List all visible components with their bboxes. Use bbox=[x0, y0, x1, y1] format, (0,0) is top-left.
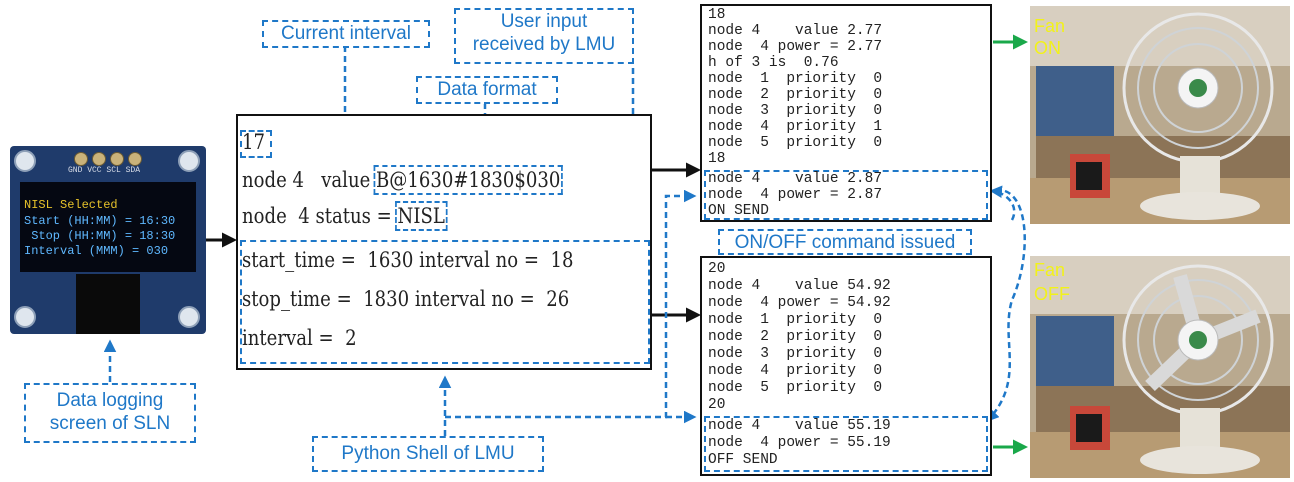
terminal-line: node 5 priority 0 bbox=[708, 380, 883, 396]
pin-gnd bbox=[74, 152, 88, 166]
pin-sda bbox=[128, 152, 142, 166]
shell-node-value-row: node 4 value B@1630#1830$030 bbox=[242, 165, 563, 195]
oled-header: NISL Selected bbox=[24, 198, 118, 212]
terminal-line: node 4 power = 55.19 bbox=[708, 435, 891, 451]
terminal-line: node 1 priority 0 bbox=[708, 71, 883, 87]
callout-user-input: User input received by LMU bbox=[454, 8, 634, 64]
terminal-line: node 4 power = 54.92 bbox=[708, 295, 891, 311]
fan-off-label-line2: OFF bbox=[1034, 284, 1070, 304]
callout-user-input-line1: User input bbox=[500, 11, 588, 32]
callout-data-format: Data format bbox=[416, 76, 558, 104]
oled-screen: NISL Selected Start (HH:MM) = 16:30 Stop… bbox=[20, 182, 196, 272]
terminal-line: node 4 value 54.92 bbox=[708, 278, 891, 294]
callout-on-off-command: ON/OFF command issued bbox=[718, 229, 972, 255]
fan-off-label-line1: Fan bbox=[1034, 260, 1066, 280]
mount-hole bbox=[14, 306, 36, 328]
terminal-line: node 4 priority 1 bbox=[708, 119, 883, 135]
oled-stop: Stop (HH:MM) = 18:30 bbox=[24, 229, 176, 243]
fan-on-photo: Fan ON bbox=[1030, 6, 1290, 224]
callout-user-input-line2: received by LMU bbox=[472, 34, 616, 55]
callout-python-shell: Python Shell of LMU bbox=[312, 436, 544, 472]
terminal-line: OFF SEND bbox=[708, 452, 778, 468]
terminal-line: node 2 priority 0 bbox=[708, 329, 883, 345]
interval-highlight bbox=[240, 130, 272, 158]
connector-on-off-loop bbox=[986, 189, 1026, 422]
pin-vcc bbox=[92, 152, 106, 166]
oled-interval: Interval (MMM) = 030 bbox=[24, 244, 169, 258]
terminal-line: node 4 value 2.87 bbox=[708, 171, 883, 187]
fan-on-illustration bbox=[1030, 6, 1290, 224]
shell-node-status-prefix: node 4 status = bbox=[242, 204, 398, 228]
on-send-highlight bbox=[704, 170, 988, 220]
oled-start: Start (HH:MM) = 16:30 bbox=[24, 214, 176, 228]
fan-on-label-line2: ON bbox=[1034, 38, 1061, 58]
shell-stop-time: stop_time = 1830 interval no = 26 bbox=[242, 287, 570, 311]
fan-off-illustration bbox=[1030, 256, 1290, 478]
terminal-line: node 4 priority 0 bbox=[708, 363, 883, 379]
connector-on-off-loop-top bbox=[989, 185, 1016, 221]
terminal-top: 18 node 4 value 2.77 node 4 power = 2.77… bbox=[700, 4, 992, 222]
terminal-line: node 3 priority 0 bbox=[708, 103, 883, 119]
mount-hole bbox=[178, 306, 200, 328]
callout-data-logging-line2: screen of SLN bbox=[49, 413, 171, 434]
oled-pin-labels: GND VCC SCL SDA bbox=[68, 166, 141, 175]
terminal-line: 20 bbox=[708, 397, 726, 413]
mount-hole bbox=[14, 150, 36, 172]
mount-hole bbox=[178, 150, 200, 172]
connector-shell-to-terminals bbox=[445, 189, 697, 419]
shell-interval-value: interval = 2 bbox=[242, 326, 357, 350]
python-shell-panel: 17 node 4 value B@1630#1830$030 node 4 s… bbox=[236, 114, 652, 370]
oled-ribbon-cable bbox=[76, 274, 140, 334]
terminal-line: node 4 power = 2.77 bbox=[708, 39, 883, 55]
terminal-line: node 2 priority 0 bbox=[708, 87, 883, 103]
shell-interval: 17 bbox=[242, 130, 265, 154]
callout-data-logging: Data logging screen of SLN bbox=[24, 383, 196, 443]
terminal-line: node 4 value 2.77 bbox=[708, 23, 883, 39]
terminal-bottom: 20 node 4 value 54.92 node 4 power = 54.… bbox=[700, 256, 992, 476]
terminal-line: node 4 power = 2.87 bbox=[708, 187, 883, 203]
terminal-line: node 4 value 55.19 bbox=[708, 418, 891, 434]
off-send-highlight bbox=[704, 416, 988, 472]
callout-current-interval: Current interval bbox=[262, 20, 430, 48]
callout-data-logging-line1: Data logging bbox=[56, 390, 164, 411]
shell-node-status: NISL bbox=[394, 201, 448, 231]
terminal-line: 18 bbox=[708, 151, 726, 167]
shell-node-status-row: node 4 status = NISL bbox=[242, 201, 448, 231]
fan-off-photo: Fan OFF bbox=[1030, 256, 1290, 478]
terminal-line: node 3 priority 0 bbox=[708, 346, 883, 362]
terminal-line: ON SEND bbox=[708, 203, 769, 219]
shell-node-value-prefix: node 4 value bbox=[242, 168, 377, 192]
terminal-line: 18 bbox=[708, 7, 726, 23]
terminal-line: node 1 priority 0 bbox=[708, 312, 883, 328]
shell-node-value: B@1630#1830$030 bbox=[373, 165, 563, 195]
fan-on-label-line1: Fan bbox=[1034, 16, 1066, 36]
oled-display-module: GND VCC SCL SDA NISL Selected Start (HH:… bbox=[10, 146, 206, 334]
terminal-line: h of 3 is 0.76 bbox=[708, 55, 839, 71]
pin-scl bbox=[110, 152, 124, 166]
terminal-line: node 5 priority 0 bbox=[708, 135, 883, 151]
terminal-line: 20 bbox=[708, 261, 726, 277]
shell-start-time: start_time = 1630 interval no = 18 bbox=[242, 248, 574, 272]
interval-details-highlight bbox=[240, 240, 650, 364]
